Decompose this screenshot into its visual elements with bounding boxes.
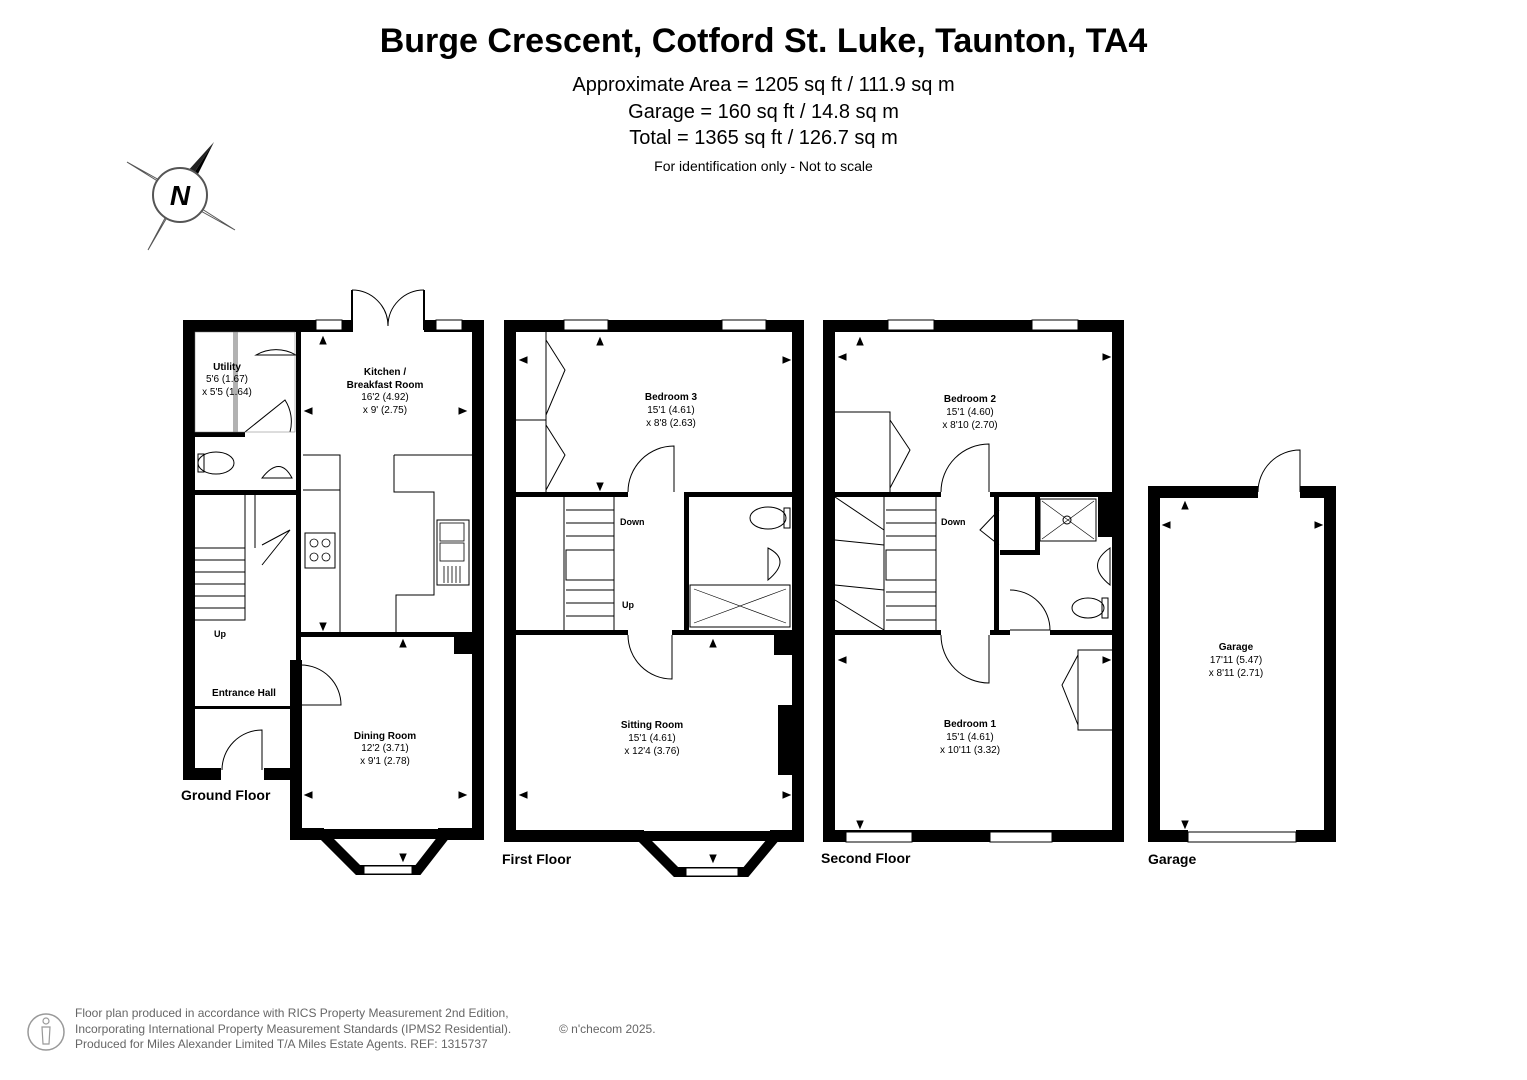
dining-room-dim2: x 9'1 (2.78) [360,756,410,767]
garage-plan [1148,449,1336,843]
bedroom1-dim2: x 10'11 (3.32) [940,745,1000,756]
ground-stairs-up: Up [214,629,226,639]
sitting-room-dim1: 15'1 (4.61) [628,733,676,744]
bedroom2-name: Bedroom 2 [944,394,997,405]
dining-room-name: Dining Room [354,731,416,742]
bedroom1-dim1: 15'1 (4.61) [946,732,994,743]
kitchen-name-2: Breakfast Room [347,380,424,391]
bedroom3-dim1: 15'1 (4.61) [647,405,695,416]
garage-dim2: x 8'11 (2.71) [1209,668,1264,679]
plan-title: Burge Crescent, Cotford St. Luke, Taunto… [379,22,1148,60]
bedroom1-name: Bedroom 1 [944,719,997,730]
sitting-room-name: Sitting Room [621,720,683,731]
bedroom2-dim2: x 8'10 (2.70) [942,420,997,431]
footer-line-2: Incorporating International Property Mea… [75,1021,512,1036]
kitchen-dim2: x 9' (2.75) [363,405,407,416]
bedroom2-dim1: 15'1 (4.60) [946,407,994,418]
approximate-area: Approximate Area = 1205 sq ft / 111.9 sq… [572,74,955,96]
dimension-arrows [303,335,1324,864]
kitchen-dim1: 16'2 (4.92) [361,392,409,403]
person-icon [27,1013,65,1051]
second-floor-plan [823,319,1124,843]
footer-line-1: Floor plan produced in accordance with R… [75,1006,509,1020]
compass-icon: N [126,142,236,251]
sitting-room-dim2: x 12'4 (3.76) [624,746,679,757]
scale-note: For identification only - Not to scale [654,158,873,174]
utility-dim2: x 5'5 (1.64) [202,387,252,398]
garage-name: Garage [1219,642,1254,653]
floor-plan-drawing: N [126,142,1336,877]
bedroom3-dim2: x 8'8 (2.63) [646,418,696,429]
garage-area: Garage = 160 sq ft / 14.8 sq m [628,101,899,123]
utility-name: Utility [213,362,241,373]
compass-letter: N [170,180,191,211]
room-labels: Utility 5'6 (1.67) x 5'5 (1.64) Kitchen … [202,362,1263,767]
first-floor-label: First Floor [502,851,572,867]
footer-credit: © n'checom 2025. [559,1022,656,1036]
first-stairs-up: Up [622,600,634,610]
total-area: Total = 1365 sq ft / 126.7 sq m [629,127,898,149]
ground-floor-label: Ground Floor [181,787,271,803]
first-floor-plan [504,319,804,877]
entrance-hall-name: Entrance Hall [212,688,276,699]
bedroom3-name: Bedroom 3 [645,392,698,403]
second-floor-label: Second Floor [821,850,911,866]
second-stairs-down: Down [941,517,966,527]
utility-dim1: 5'6 (1.67) [206,374,248,385]
footer-line-3: Produced for Miles Alexander Limited T/A… [75,1037,488,1051]
first-stairs-down: Down [620,517,645,527]
footer-text: Floor plan produced in accordance with R… [75,1006,511,1053]
dining-room-dim1: 12'2 (3.71) [361,743,409,754]
garage-floor-label: Garage [1148,851,1196,867]
garage-dim1: 17'11 (5.47) [1210,655,1262,666]
kitchen-name-1: Kitchen / [364,367,406,378]
ground-floor-plan [183,289,484,875]
